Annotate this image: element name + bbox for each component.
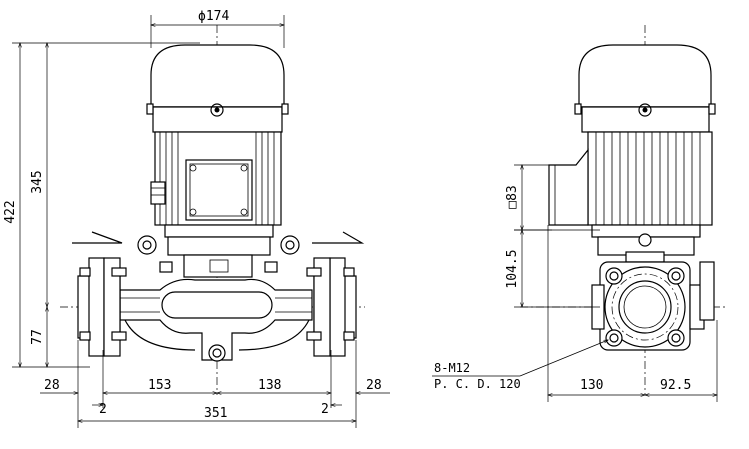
lifting-eye-right — [280, 235, 300, 255]
bolt-hole-icon — [605, 329, 623, 347]
bolt-spec: 8-M12 — [434, 361, 470, 375]
pcd-circle — [611, 273, 679, 341]
side-terminal-box — [548, 148, 589, 226]
flange-left — [88, 257, 105, 357]
side-dimensions: □83 104.5 8-M12 P. C. D. 120 130 92.5 — [432, 165, 717, 402]
dim-motor-diameter: ϕ174 — [198, 9, 229, 24]
side-lifting-eye — [638, 233, 652, 247]
side-motor-cover — [578, 44, 712, 108]
side-motor-body — [587, 131, 713, 226]
flange-right — [329, 257, 346, 357]
dim-130: 130 — [580, 378, 603, 393]
dim-height-77: 77 — [30, 329, 45, 345]
flow-arrow-right — [312, 231, 365, 244]
front-dimensions: ϕ174 422 345 77 28 153 138 28 2 2 — [3, 9, 390, 428]
front-view — [60, 25, 365, 395]
cable-gland — [150, 181, 166, 205]
motor-flange — [164, 224, 274, 238]
dim-2-right: 2 — [321, 402, 329, 417]
motor-band — [152, 106, 283, 133]
dim-2-left: 2 — [99, 402, 107, 417]
dim-92-5: 92.5 — [660, 378, 691, 393]
cover-screw-icon — [210, 103, 224, 117]
side-motor-fins — [595, 132, 701, 225]
bolt-hole-icon — [667, 267, 685, 285]
dim-overall-height: 422 — [3, 200, 18, 223]
side-flange-circle — [604, 266, 686, 348]
flow-arrow-left — [72, 231, 123, 244]
terminal-box — [185, 159, 253, 221]
motor-cover — [150, 44, 285, 108]
dim-104-5: 104.5 — [505, 249, 520, 288]
motor-fins — [159, 132, 275, 225]
dim-28-right: 28 — [366, 378, 382, 393]
dim-351: 351 — [204, 406, 227, 421]
dim-153: 153 — [148, 378, 171, 393]
side-cover-screw-icon — [638, 103, 652, 117]
dim-28-left: 28 — [44, 378, 60, 393]
dim-box-83: □83 — [505, 185, 520, 208]
drain-plug-icon — [208, 344, 226, 362]
bolt-hole-icon — [667, 329, 685, 347]
side-view — [520, 25, 725, 395]
side-port — [618, 280, 672, 334]
bracket — [167, 236, 271, 256]
pcd-spec: P. C. D. 120 — [434, 377, 521, 391]
dim-138: 138 — [258, 378, 281, 393]
dim-height-345: 345 — [30, 170, 45, 193]
lifting-eye-left — [137, 235, 157, 255]
bolt-hole-icon — [605, 267, 623, 285]
